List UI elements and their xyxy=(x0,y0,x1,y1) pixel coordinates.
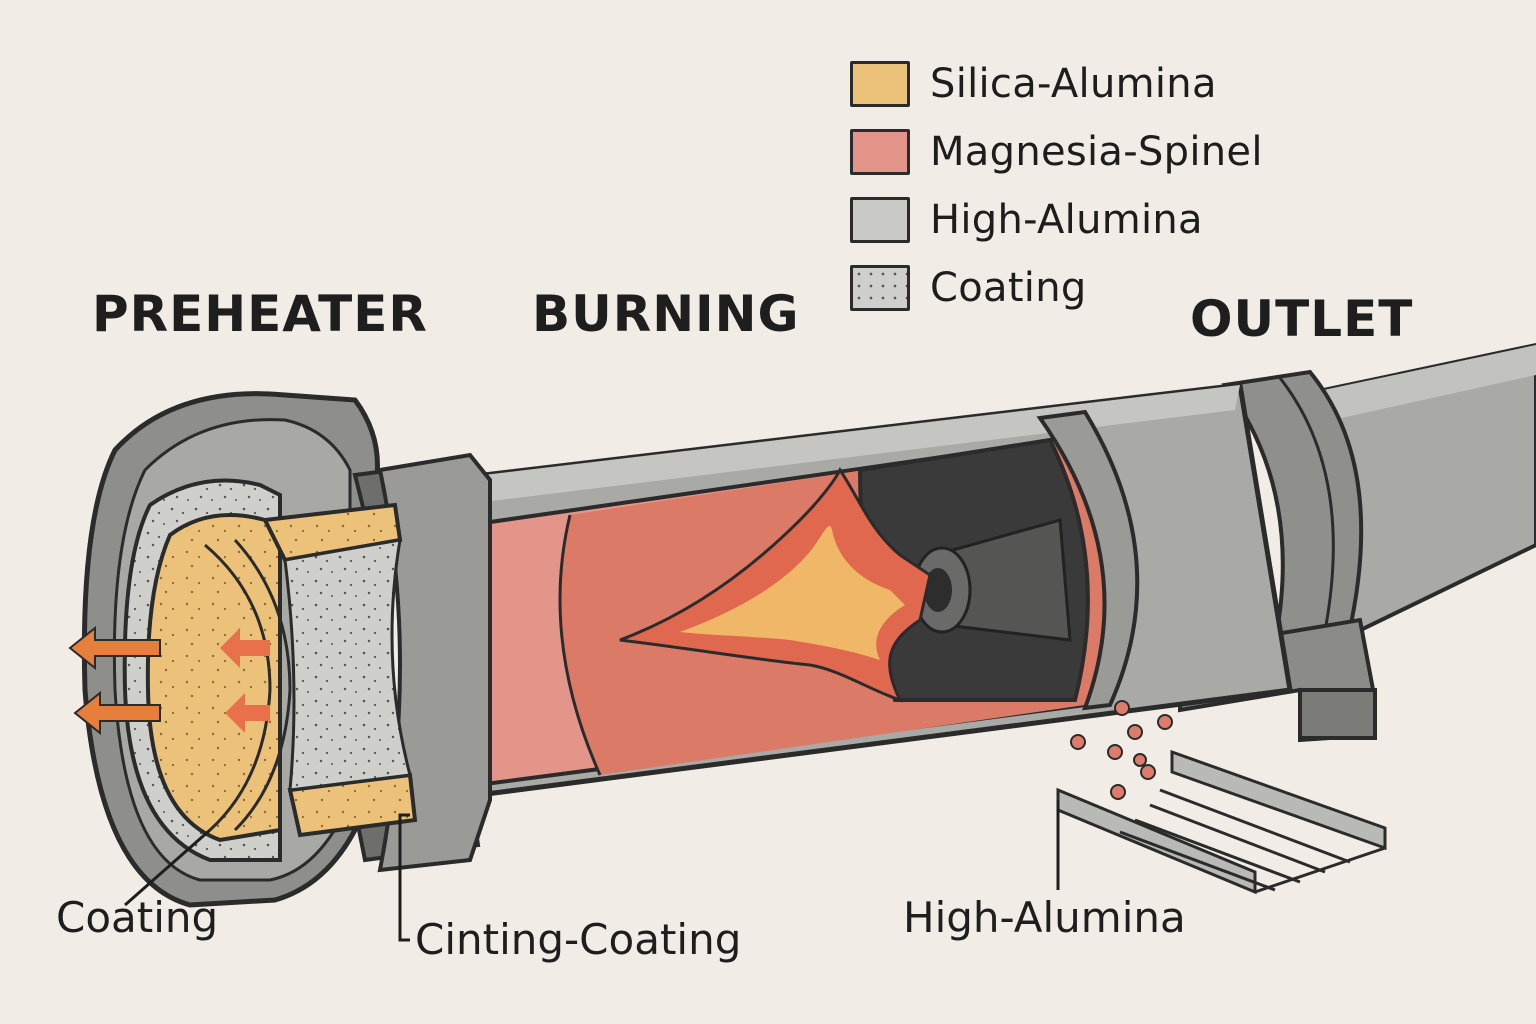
legend-item-silica-alumina: Silica-Alumina xyxy=(850,50,1320,118)
legend-swatch-silica-alumina xyxy=(850,61,910,107)
legend-item-magnesia-spinel: Magnesia-Spinel xyxy=(850,118,1320,186)
callout-high-alumina: High-Alumina xyxy=(903,893,1186,942)
legend-label: Silica-Alumina xyxy=(930,61,1217,107)
legend-label: High-Alumina xyxy=(930,197,1203,243)
legend-label: Coating xyxy=(930,265,1087,311)
flame xyxy=(619,467,932,703)
grate-cooler xyxy=(1056,749,1387,895)
legend-item-high-alumina: High-Alumina xyxy=(850,186,1320,254)
gas-flow-arrows xyxy=(68,625,270,736)
legend-item-coating: Coating xyxy=(850,254,1320,322)
legend-swatch-coating xyxy=(850,265,910,311)
legend-swatch-magnesia-spinel xyxy=(850,129,910,175)
leader-lines xyxy=(124,800,1060,942)
inner-coating xyxy=(283,538,412,792)
section-title-preheater: PREHEATER xyxy=(92,285,428,343)
silica-alumina-lining xyxy=(145,502,418,843)
legend-swatch-high-alumina xyxy=(850,197,910,243)
section-title-burning: BURNING xyxy=(532,285,800,343)
section-title-outlet: OUTLET xyxy=(1190,290,1414,348)
legend-label: Magnesia-Spinel xyxy=(930,129,1263,175)
callout-coating: Coating xyxy=(56,893,219,942)
clinker-particles xyxy=(1070,700,1173,800)
callout-cinting-coating: Cinting-Coating xyxy=(415,915,742,964)
legend: Silica-Alumina Magnesia-Spinel High-Alum… xyxy=(850,50,1320,322)
